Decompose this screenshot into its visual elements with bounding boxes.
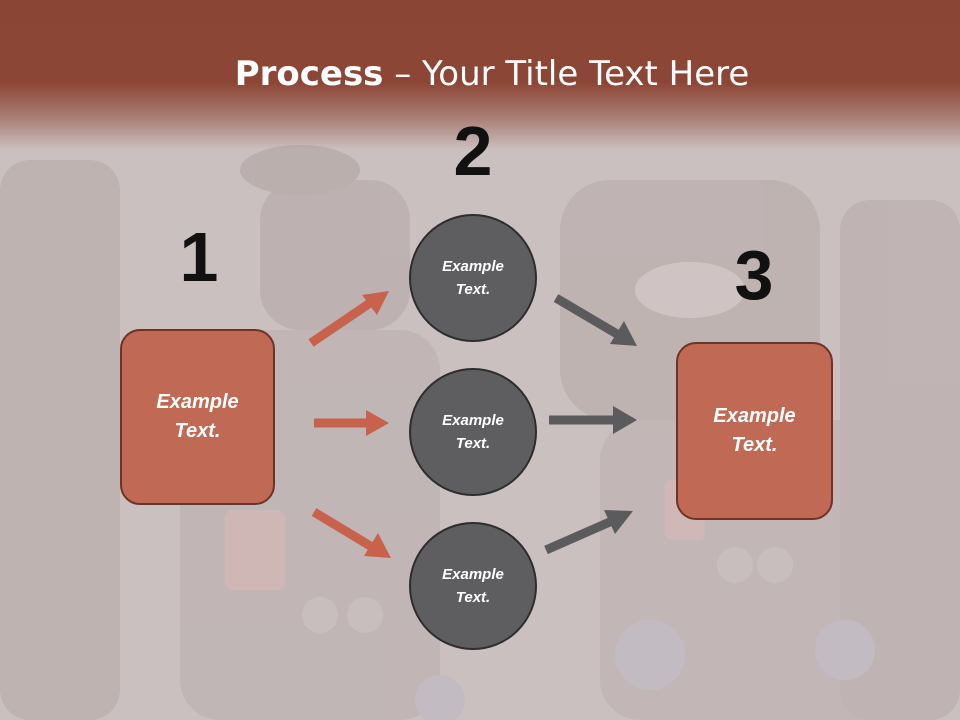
- arrow-left-to-middle: [314, 410, 389, 436]
- circle-middle-line2: Text.: [455, 435, 491, 452]
- circle-step-2-top[interactable]: Example Text.: [409, 214, 537, 342]
- circle-step-2-middle[interactable]: Example Text.: [409, 368, 537, 496]
- title-bold: Process: [234, 54, 384, 94]
- box-step-1-label: Example Text.: [138, 388, 258, 446]
- circle-top-label: Example Text.: [423, 255, 523, 301]
- circle-middle-label: Example Text.: [423, 409, 523, 455]
- circle-bottom-line2: Text.: [455, 589, 491, 606]
- circle-bottom-line1: Example: [442, 566, 504, 583]
- arrow-left-to-bottom: [311, 508, 391, 558]
- box-step-3[interactable]: Example Text.: [676, 342, 833, 520]
- step-number-1: 1: [179, 218, 219, 296]
- arrow-left-to-top: [308, 291, 389, 347]
- title-rest: – Your Title Text Here: [383, 54, 750, 94]
- box-step-1-line2: Text.: [174, 420, 221, 442]
- box-step-3-line1: Example: [713, 405, 796, 427]
- slide-title: Process – Your Title Text Here: [0, 52, 960, 96]
- step-number-2: 2: [453, 112, 493, 190]
- box-step-3-label: Example Text.: [695, 402, 815, 460]
- circle-top-line1: Example: [442, 258, 504, 275]
- circle-bottom-label: Example Text.: [423, 563, 523, 609]
- arrow-bottom-to-right: [544, 510, 633, 555]
- box-step-3-line2: Text.: [731, 434, 778, 456]
- arrow-middle-to-right: [549, 406, 637, 434]
- circle-middle-line1: Example: [442, 412, 504, 429]
- step-number-3: 3: [734, 236, 774, 314]
- arrow-top-to-right: [553, 294, 637, 346]
- title-bar: [0, 0, 960, 150]
- circle-step-2-bottom[interactable]: Example Text.: [409, 522, 537, 650]
- circle-top-line2: Text.: [455, 281, 491, 298]
- box-step-1[interactable]: Example Text.: [120, 329, 275, 505]
- box-step-1-line1: Example: [156, 391, 239, 413]
